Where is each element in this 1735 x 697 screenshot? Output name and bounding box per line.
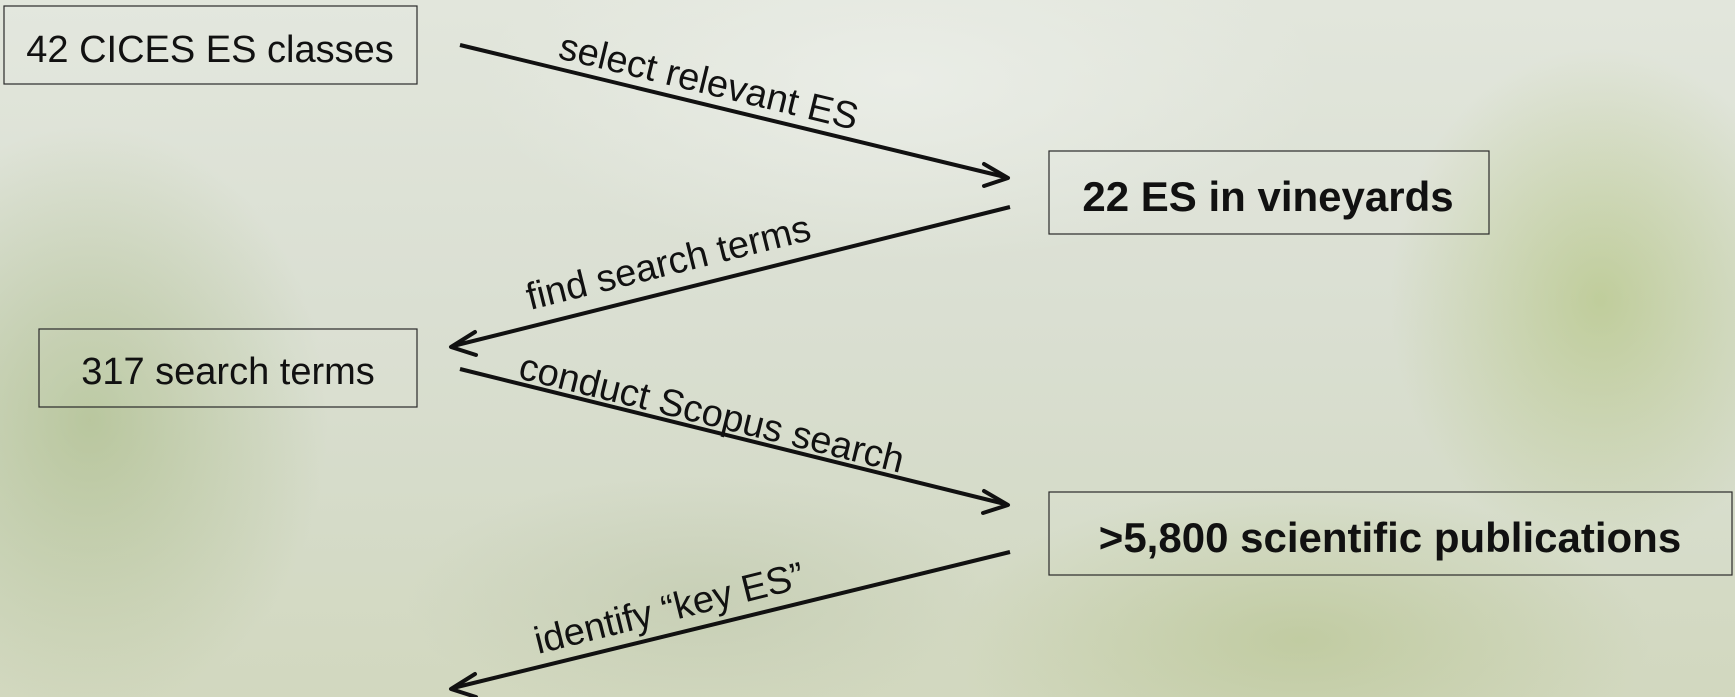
node-cices-classes: 42 CICES ES classes	[3, 5, 418, 85]
node-publications-label: >5,800 scientific publications	[1099, 514, 1681, 561]
node-publications: >5,800 scientific publications	[1048, 491, 1733, 576]
edge-conduct-scopus-search-label: conduct Scopus search	[515, 346, 909, 482]
node-cices-classes-label: 42 CICES ES classes	[26, 29, 393, 71]
node-search-terms-label: 317 search terms	[81, 351, 375, 393]
edge-find-search-terms: find search terms	[449, 205, 1011, 357]
node-search-terms: 317 search terms	[38, 328, 418, 408]
node-es-in-vineyards-label: 22 ES in vineyards	[1082, 173, 1453, 220]
edge-select-relevant-es-label: select relevant ES	[555, 26, 863, 139]
edge-identify-key-es-label: identify “key ES”	[530, 555, 809, 663]
edge-identify-key-es: identify “key ES”	[449, 550, 1011, 697]
edge-find-search-terms-label: find search terms	[522, 207, 815, 318]
edge-conduct-scopus-search: conduct Scopus search	[459, 346, 1010, 515]
edge-select-relevant-es: select relevant ES	[459, 26, 1010, 188]
node-es-in-vineyards: 22 ES in vineyards	[1048, 150, 1490, 235]
